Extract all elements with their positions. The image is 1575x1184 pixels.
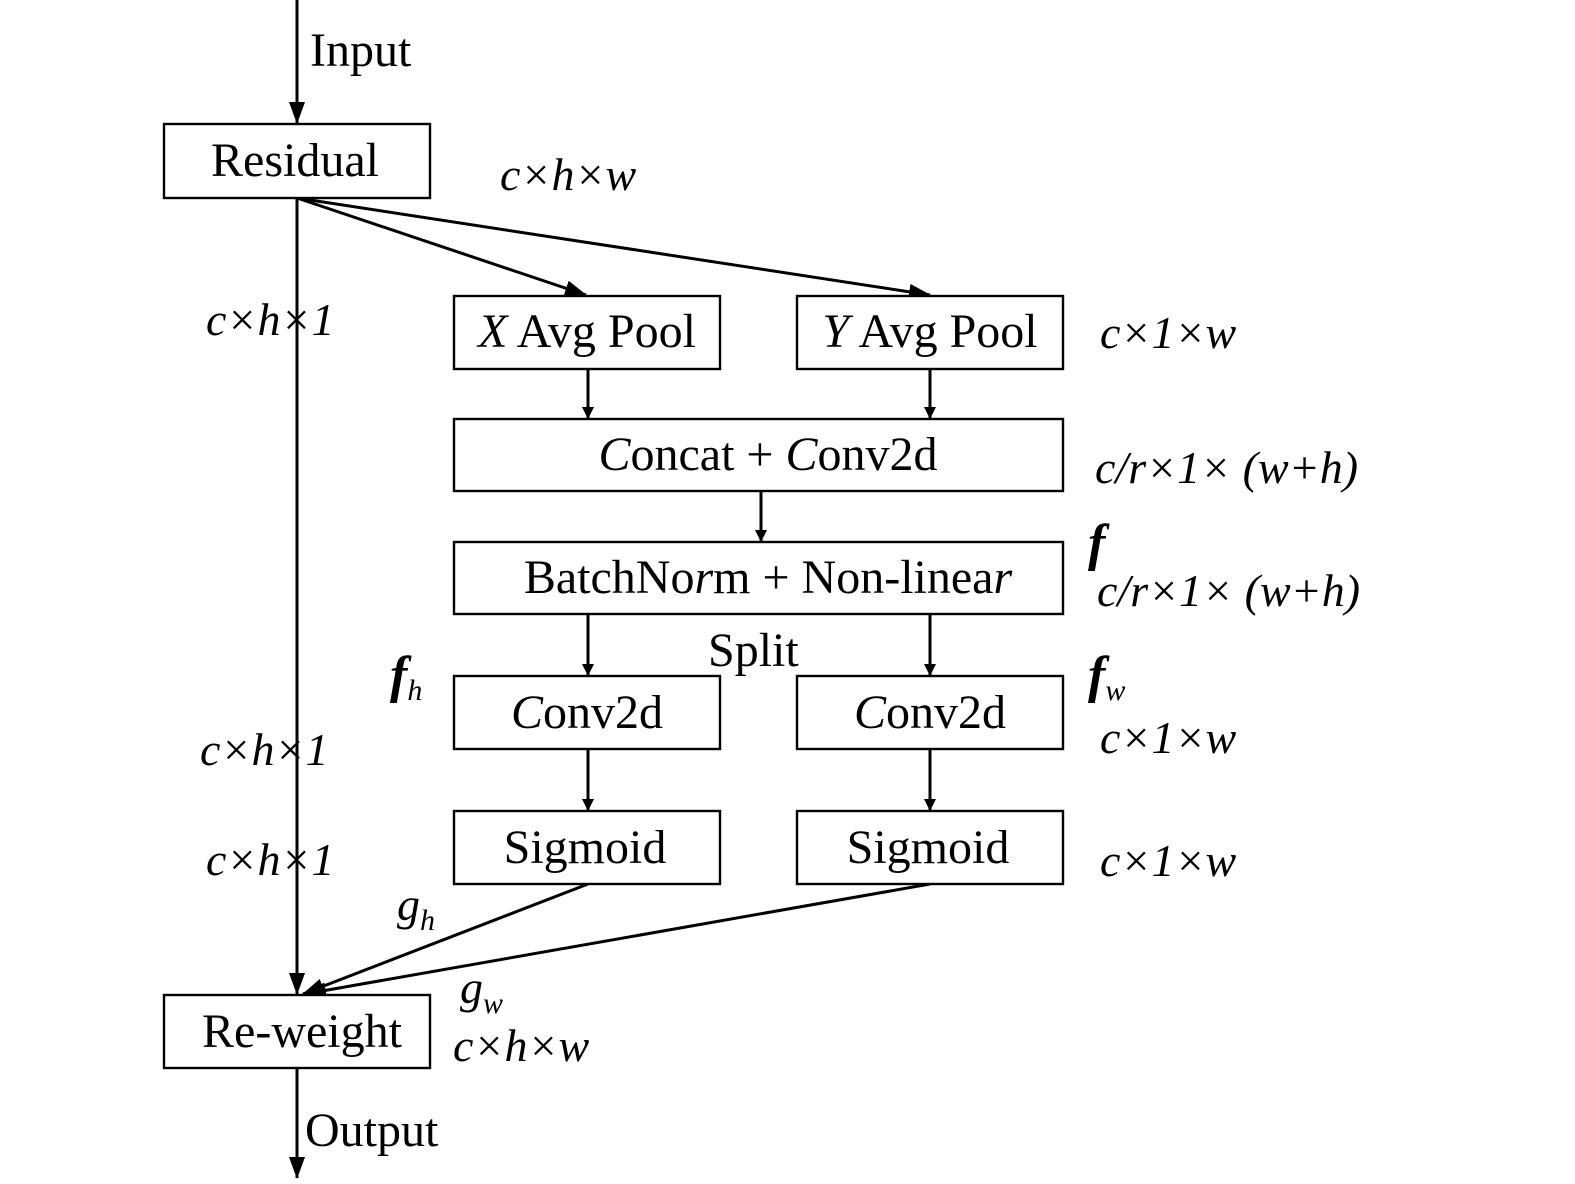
conv-out-dim: c×1×w — [1100, 712, 1236, 763]
skip-dim-2: c×h×1 — [200, 724, 329, 775]
sigmoid-right-block: Sigmoid — [795, 809, 1065, 886]
pool-out-dim: c×1×w — [1100, 307, 1236, 358]
residual-out-dim: c×h×w — [500, 149, 636, 200]
x-avg-pool-label: X Avg Pool — [476, 305, 696, 358]
f-symbol: f — [1088, 515, 1110, 572]
residual-label: Residual — [211, 134, 379, 187]
split-label: Split — [708, 624, 799, 677]
y-avg-pool-block: Y Avg Pool — [795, 294, 1065, 371]
output-label: Output — [305, 1104, 439, 1157]
conv2d-left-label: Conv2d — [511, 686, 663, 739]
x-avg-pool-block: X Avg Pool — [452, 294, 722, 371]
concat-out-dim: c/r×1× (w+h) — [1095, 442, 1358, 493]
gw-symbol: gw — [460, 962, 503, 1020]
sigmoid-right-label: Sigmoid — [847, 821, 1010, 874]
conv2d-left-block: Conv2d — [452, 674, 722, 751]
batchnorm-out-dim: c/r×1× (w+h) — [1097, 565, 1360, 616]
conv2d-right-block: Conv2d — [795, 674, 1065, 751]
y-avg-pool-label: Y Avg Pool — [822, 305, 1037, 358]
batchnorm-nonlinear-label: BatchNorm + Non-linear — [524, 551, 1013, 604]
reweight-out-dim: c×h×w — [453, 1020, 589, 1071]
residual-to-x-pool-arrow — [296, 196, 587, 297]
gh-symbol: gh — [397, 879, 435, 937]
sigmoid-left-to-reweight-arrow — [302, 882, 589, 996]
sigmoid-right-to-reweight-arrow — [304, 882, 931, 999]
fh-symbol: fh — [390, 647, 422, 707]
sigmoid-out-dim: c×1×w — [1100, 835, 1236, 886]
input-label: Input — [310, 24, 412, 77]
reweight-block: Re-weight — [162, 993, 432, 1070]
residual-block: Residual — [162, 122, 432, 200]
residual-to-y-pool-arrow — [296, 196, 931, 300]
sigmoid-left-label: Sigmoid — [504, 821, 667, 874]
conv2d-right-label: Conv2d — [854, 686, 1006, 739]
skip-dim-1: c×h×1 — [206, 294, 335, 345]
reweight-label: Re-weight — [202, 1005, 403, 1058]
concat-conv2d-block: Concat + Conv2d — [452, 417, 1065, 493]
concat-conv2d-label: Concat + Conv2d — [598, 428, 937, 481]
batchnorm-nonlinear-block: BatchNorm + Non-linear — [452, 540, 1065, 616]
skip-dim-3: c×h×1 — [206, 834, 335, 885]
fw-symbol: fw — [1088, 647, 1125, 707]
sigmoid-left-block: Sigmoid — [452, 809, 722, 886]
